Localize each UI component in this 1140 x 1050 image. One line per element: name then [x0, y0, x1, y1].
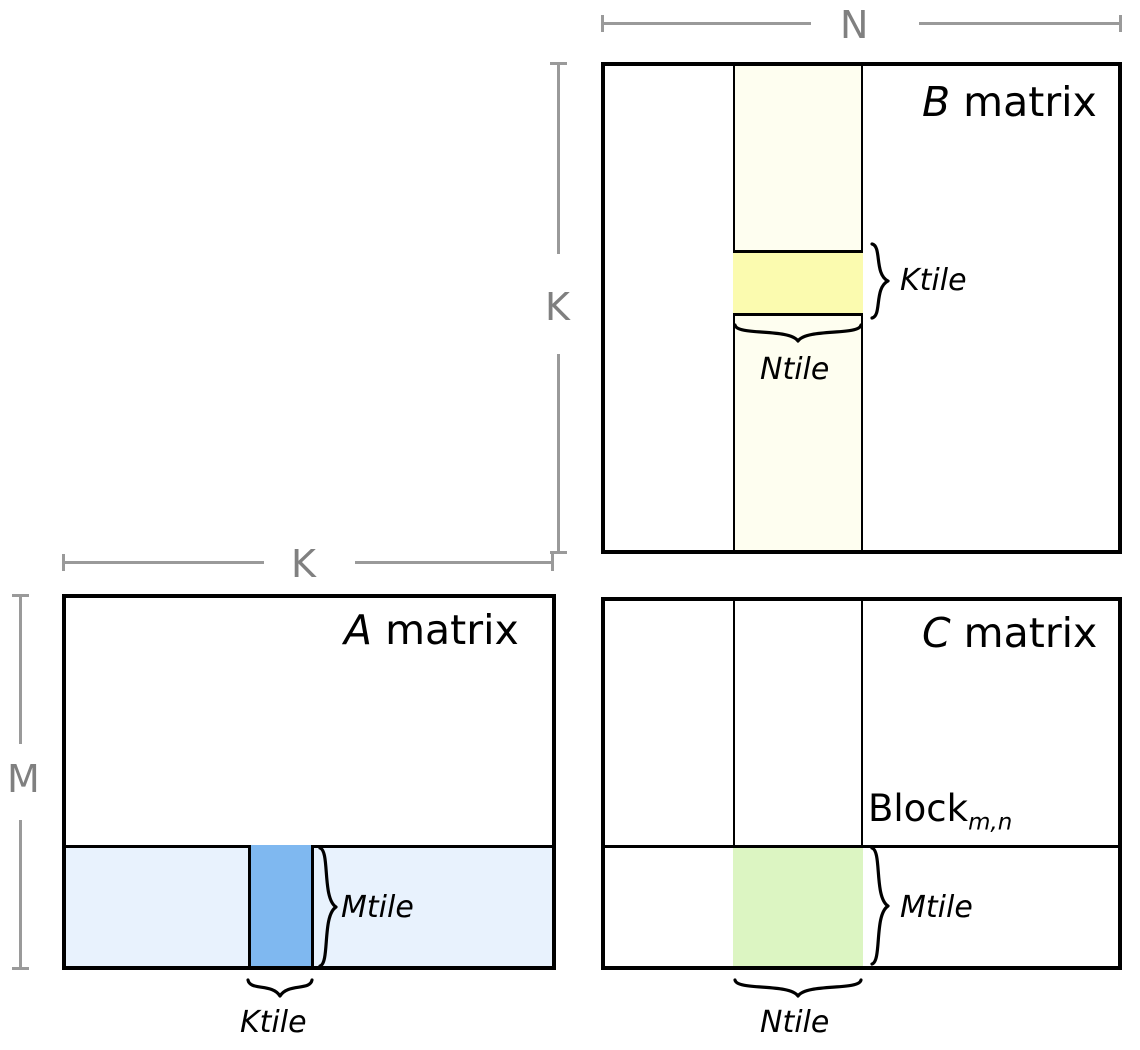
- matrix-b-title: B matrix: [922, 82, 1097, 123]
- matrix-b-ktile-label: Ktile: [900, 263, 967, 298]
- matrix-c-ntile-label: Ntile: [760, 1005, 830, 1040]
- matrix-c-title-var: C: [922, 609, 951, 657]
- matrix-a-ktile-label: Ktile: [240, 1005, 307, 1040]
- matrix-c-block-label-sub: m,n: [968, 809, 1013, 836]
- dimension-n-right-rule: [919, 22, 1121, 25]
- matrix-a-title-rest: matrix: [372, 606, 519, 654]
- matrix-c-title-rest: matrix: [950, 609, 1098, 657]
- matrix-c-row-divider: [605, 845, 1118, 848]
- dimension-k-horizontal-right-rule: [355, 561, 554, 564]
- matrix-c-column-left-divider: [733, 601, 735, 966]
- dimension-m-label: M: [7, 757, 40, 801]
- matrix-c-mtile-brace: [870, 846, 890, 966]
- matrix-c-block-label-base: Block: [868, 787, 969, 830]
- matrix-c-title: C matrix: [922, 613, 1097, 654]
- matrix-b-ktile-brace: [870, 242, 890, 320]
- dimension-n-left-rule: [601, 22, 811, 25]
- matrix-b-ntile-label: Ntile: [760, 352, 830, 387]
- dimension-k-horizontal-label: K: [291, 542, 316, 586]
- dimension-k-vertical-label: K: [545, 285, 570, 329]
- matrix-c-ntile-brace: [733, 978, 863, 998]
- matrix-a-ktile-brace: [246, 978, 314, 998]
- matrix-b-ntile-brace: [733, 323, 863, 343]
- matrix-a-mtile-label: Mtile: [341, 890, 414, 925]
- matrix-b-title-rest: matrix: [950, 78, 1097, 126]
- dimension-k-vertical-top-rule: [557, 62, 560, 254]
- matrix-a-title-var: A: [344, 606, 373, 654]
- matrix-c-mtile-label: Mtile: [900, 890, 973, 925]
- matrix-a-title: A matrix: [344, 610, 519, 651]
- dimension-n-label: N: [840, 3, 869, 47]
- dimension-k-horizontal-right-cap: [551, 554, 554, 571]
- matrix-c-box: [601, 597, 1122, 970]
- dimension-m-bottom-rule: [19, 820, 22, 970]
- dimension-m-bottom-cap: [12, 967, 29, 970]
- matrix-c-tile: [733, 848, 863, 966]
- matrix-a-tile: [248, 845, 314, 966]
- matrix-c-block-label: Blockm,n: [868, 790, 1012, 834]
- dimension-k-vertical-bottom-cap: [550, 551, 567, 554]
- matrix-a-mtile-brace: [318, 846, 338, 968]
- dimension-k-horizontal-left-rule: [62, 561, 264, 564]
- dimension-m-top-rule: [19, 594, 22, 744]
- dimension-n-right-cap: [1119, 15, 1122, 32]
- dimension-k-vertical-bottom-rule: [557, 354, 560, 554]
- matrix-a-box: [62, 594, 556, 970]
- matrix-c-column-right-divider: [861, 601, 863, 966]
- matrix-b-box: [601, 62, 1122, 554]
- matrix-b-tile: [733, 250, 863, 316]
- matrix-b-title-var: B: [922, 78, 951, 126]
